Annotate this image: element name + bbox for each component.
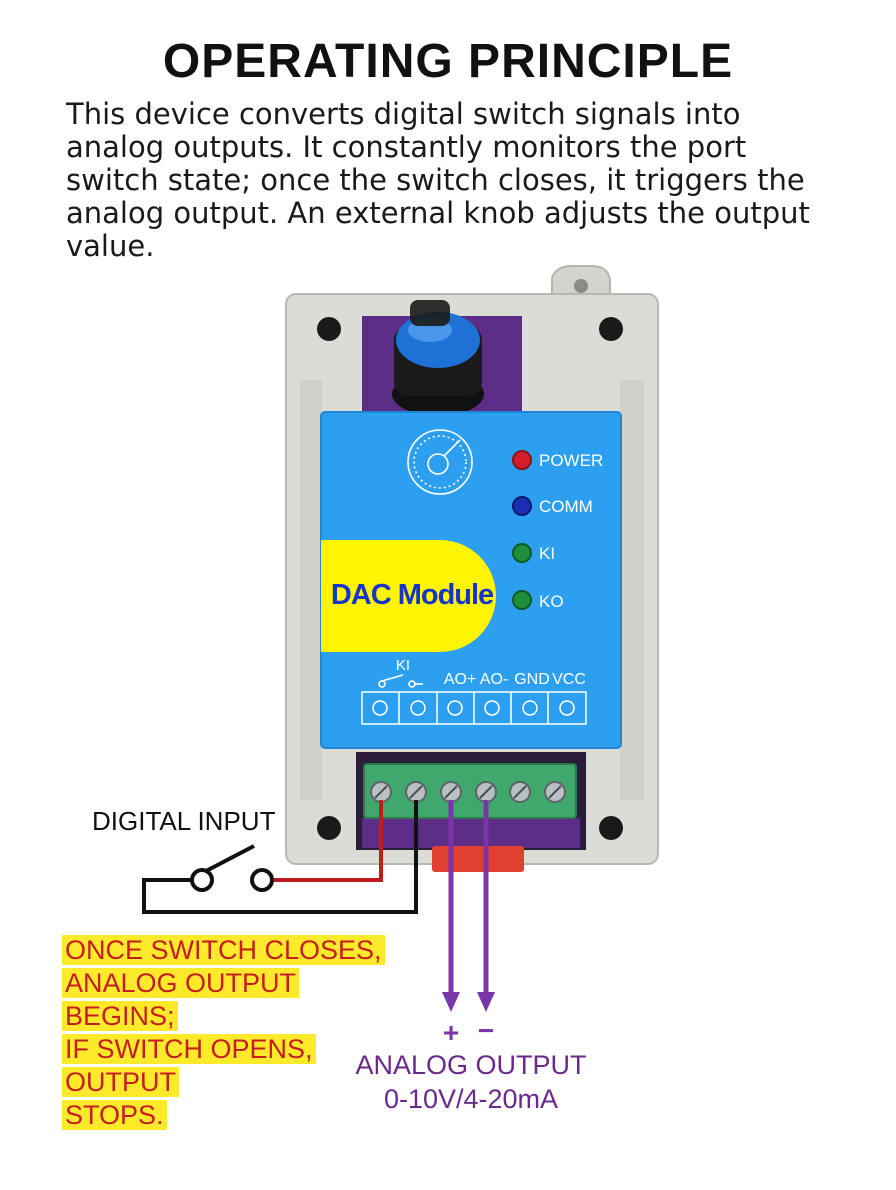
led-ko bbox=[512, 590, 532, 610]
led-ki bbox=[512, 543, 532, 563]
case-rail-right bbox=[620, 380, 644, 800]
wire-common bbox=[142, 800, 418, 914]
terminal-outline-row bbox=[361, 691, 587, 725]
led-comm bbox=[512, 496, 532, 516]
polarity-minus: − bbox=[478, 1015, 494, 1046]
module-name: DAC Module bbox=[331, 579, 494, 611]
terminal-label-vcc: VCC bbox=[552, 671, 586, 688]
led-comm-label: COMM bbox=[539, 497, 593, 516]
arrow-head-plus-icon bbox=[442, 992, 460, 1012]
screw-hole-top-left bbox=[317, 317, 341, 341]
page-title: OPERATING PRINCIPLE bbox=[162, 35, 734, 88]
screw-slots bbox=[374, 785, 562, 799]
note-line-4: STOPS. bbox=[62, 1100, 167, 1130]
din-clip bbox=[432, 846, 524, 872]
analog-output-arrows bbox=[448, 800, 489, 996]
note-line-1: ONCE SWITCH CLOSES, bbox=[62, 935, 385, 965]
digital-switch-icon bbox=[190, 844, 274, 892]
screw-hole-bottom-left bbox=[317, 816, 341, 840]
screw-hole-bottom-right bbox=[599, 816, 623, 840]
case-rail-left bbox=[300, 380, 322, 800]
polarity-plus: + bbox=[443, 1017, 459, 1048]
analog-output-label: ANALOG OUTPUT 0-10V/4-20mA bbox=[330, 1048, 612, 1116]
arrow-head-minus-icon bbox=[477, 992, 495, 1012]
module-badge bbox=[321, 540, 496, 652]
note-line-2: ANALOG OUTPUT BEGINS; bbox=[62, 968, 300, 1031]
description-text: This device converts digital switch sign… bbox=[66, 97, 810, 263]
mounting-hook-hole bbox=[574, 279, 588, 293]
wire-signal bbox=[268, 800, 383, 882]
led-ko-label: KO bbox=[539, 592, 564, 611]
switch-behavior-note: ONCE SWITCH CLOSES, ANALOG OUTPUT BEGINS… bbox=[62, 934, 407, 1132]
digital-input-label: DIGITAL INPUT bbox=[92, 806, 276, 836]
analog-output-title: ANALOG OUTPUT bbox=[355, 1050, 587, 1080]
terminal-pcb bbox=[362, 818, 580, 848]
analog-output-range: 0-10V/4-20mA bbox=[383, 1084, 559, 1114]
terminal-label-ki: KI bbox=[396, 657, 410, 674]
dial-scale-icon bbox=[407, 429, 473, 495]
screw-hole-top-right bbox=[599, 317, 623, 341]
terminal-label-gnd: GND bbox=[514, 671, 550, 688]
led-power bbox=[512, 450, 532, 470]
note-line-3: IF SWITCH OPENS, OUTPUT bbox=[62, 1034, 316, 1097]
switch-symbol-icon bbox=[378, 674, 423, 688]
terminal-label-ao-plus: AO+ bbox=[444, 671, 476, 688]
led-power-label: POWER bbox=[539, 451, 603, 470]
adjust-knob-icon bbox=[392, 300, 484, 416]
terminal-label-ao-minus: AO- bbox=[480, 671, 508, 688]
led-ki-label: KI bbox=[539, 544, 555, 563]
